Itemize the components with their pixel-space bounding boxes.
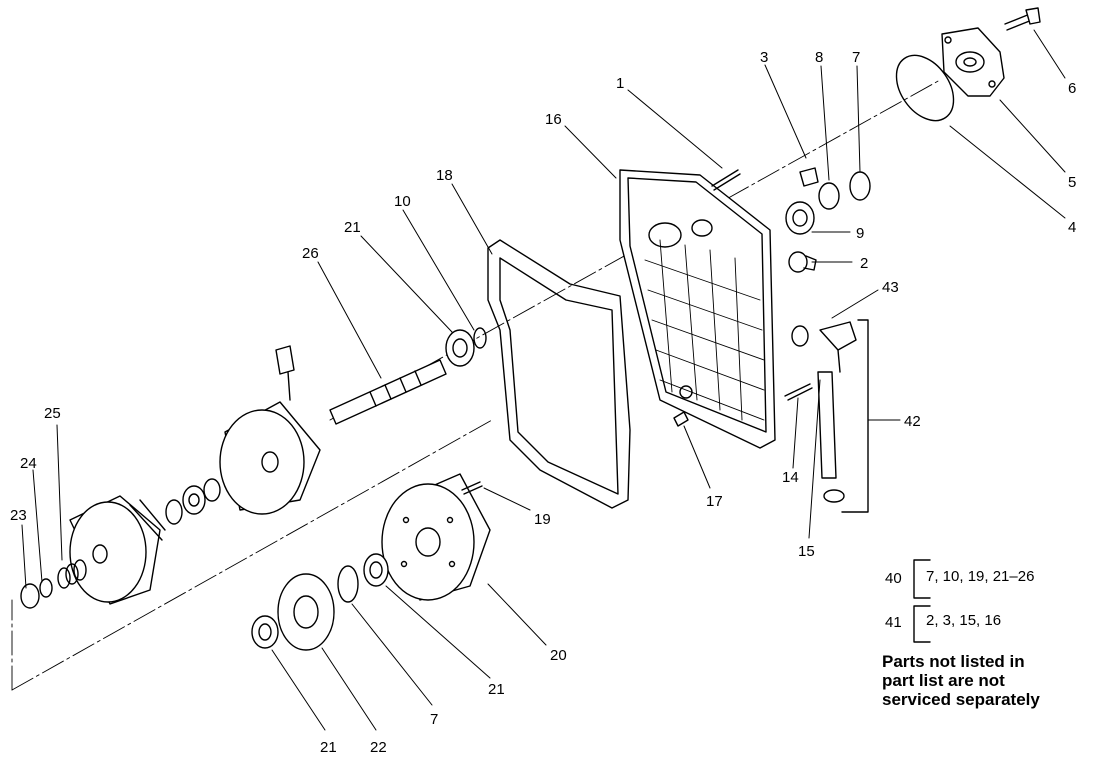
callout-label: 21 — [488, 681, 505, 698]
screw-14 — [784, 383, 813, 401]
callout-label: 3 — [760, 49, 768, 66]
callout-label: 23 — [10, 507, 27, 524]
group-number: 40 — [885, 570, 902, 587]
o-ring-gasket — [895, 54, 955, 122]
leader-lines — [21, 29, 1066, 731]
cover-plate — [941, 27, 1005, 97]
fitting-43 — [819, 321, 857, 373]
callout-label: 9 — [856, 225, 864, 242]
screw-19 — [461, 481, 483, 495]
callout-label: 7 — [430, 711, 438, 728]
callout-label: 26 — [302, 245, 319, 262]
callout-label: 7 — [852, 49, 860, 66]
group-items: 7, 10, 19, 21–26 — [926, 568, 1035, 585]
note-line: serviced separately — [882, 690, 1040, 709]
callout-label: 20 — [550, 647, 567, 664]
note-line: Parts not listed in — [882, 652, 1025, 671]
callout-label: 14 — [782, 469, 799, 486]
tube-42 — [817, 371, 845, 503]
callout-label: 22 — [370, 739, 387, 756]
transmission-housing — [619, 169, 776, 449]
plug-17 — [673, 411, 689, 427]
callout-label: 21 — [320, 739, 337, 756]
bracket-41 — [913, 605, 931, 643]
ring-24 — [39, 578, 53, 598]
housing-gasket — [487, 239, 631, 509]
service-note: Parts not listed in part list are not se… — [882, 652, 1102, 709]
clutch-drum — [69, 495, 166, 605]
spring-25 — [57, 559, 87, 589]
note-line: part list are not — [882, 671, 1005, 690]
pump-body-20 — [381, 473, 491, 601]
callout-label: 19 — [534, 511, 551, 528]
callout-label: 1 — [616, 75, 624, 92]
shaft-26 — [329, 359, 447, 425]
group-41: 41 2, 3, 15, 16 — [885, 612, 1001, 631]
bracket-40 — [913, 559, 931, 599]
screw-1 — [711, 169, 741, 191]
pump-cover-22 — [277, 573, 335, 651]
plug-15 — [791, 325, 809, 347]
callout-label: 16 — [545, 111, 562, 128]
callout-label: 4 — [1068, 219, 1076, 236]
snap-ring-7 — [849, 171, 871, 201]
callout-labels: 1 3 8 7 6 16 5 18 10 21 26 4 9 2 43 42 2… — [10, 49, 1076, 756]
bracket-42 — [841, 319, 869, 513]
callout-label: 15 — [798, 543, 815, 560]
callout-label: 24 — [20, 455, 37, 472]
bearing-9 — [785, 201, 815, 235]
callout-label: 17 — [706, 493, 723, 510]
callout-label: 21 — [344, 219, 361, 236]
ring-23 — [20, 583, 40, 609]
callout-label: 6 — [1068, 80, 1076, 97]
thrust-washer — [165, 499, 183, 525]
callout-label: 43 — [882, 279, 899, 296]
bearing-21-low — [251, 615, 279, 649]
bearing-21-mid — [363, 553, 389, 587]
plug-3 — [799, 167, 819, 187]
callout-label: 18 — [436, 167, 453, 184]
callout-label: 25 — [44, 405, 61, 422]
sensor-connector — [275, 345, 295, 401]
ring-10 — [473, 327, 487, 349]
callout-label: 2 — [860, 255, 868, 272]
plug-2 — [788, 251, 817, 273]
group-number: 41 — [885, 614, 902, 631]
thrust-bearing — [182, 485, 206, 515]
group-items: 2, 3, 15, 16 — [926, 612, 1002, 629]
drum-housing — [219, 401, 321, 515]
washer-stack — [203, 478, 221, 502]
callout-label: 5 — [1068, 174, 1076, 191]
callout-label: 42 — [904, 413, 921, 430]
washer-8 — [818, 182, 840, 210]
callout-label: 8 — [815, 49, 823, 66]
callout-label: 10 — [394, 193, 411, 210]
cover-bolt — [1004, 7, 1041, 31]
bearing-21-top — [445, 329, 475, 367]
snap-ring-7-lower — [337, 565, 359, 603]
group-40: 40 7, 10, 19, 21–26 — [885, 568, 1034, 587]
